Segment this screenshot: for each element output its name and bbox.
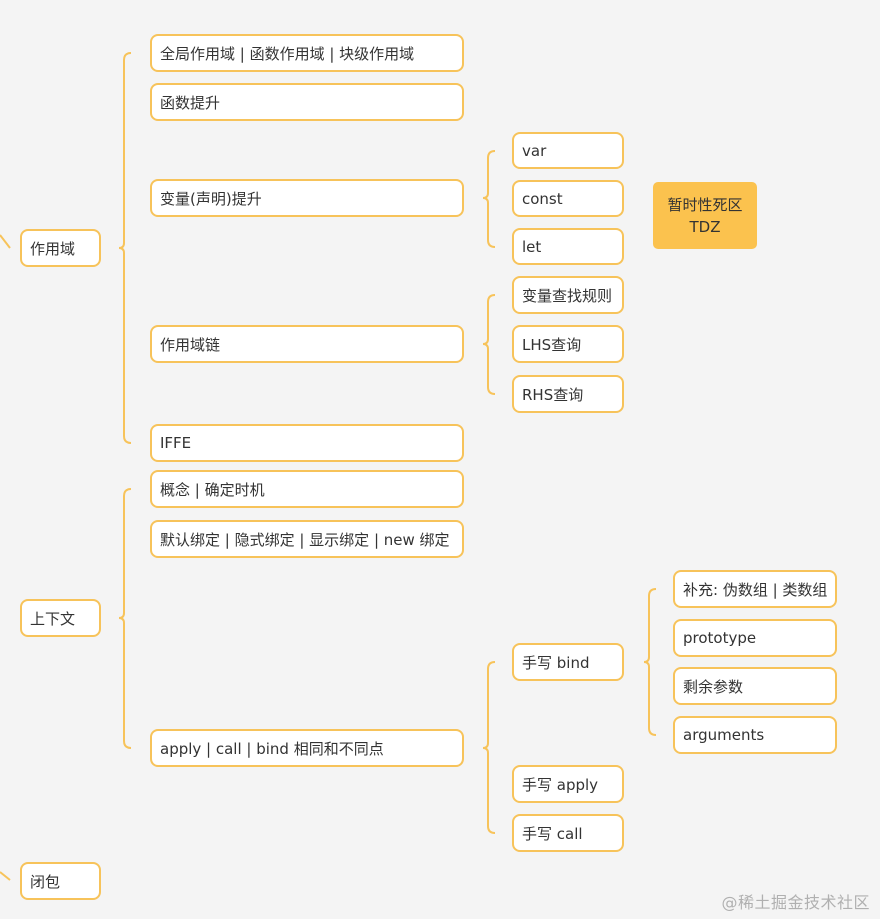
node-lhs[interactable]: LHS查询	[512, 325, 624, 363]
node-function-hoisting[interactable]: 函数提升	[150, 83, 464, 121]
brace-scope	[118, 52, 132, 444]
node-rhs[interactable]: RHS查询	[512, 375, 624, 413]
stub-scope	[0, 234, 11, 249]
node-arguments[interactable]: arguments	[673, 716, 837, 754]
brace-handwrite-bind	[643, 588, 657, 736]
node-rest-params[interactable]: 剩余参数	[673, 667, 837, 705]
node-lookup-rules[interactable]: 变量查找规则	[512, 276, 624, 314]
node-scope-types[interactable]: 全局作用域 | 函数作用域 | 块级作用域	[150, 34, 464, 72]
node-handwrite-bind[interactable]: 手写 bind	[512, 643, 624, 681]
node-supplement[interactable]: 补充: 伪数组 | 类数组	[673, 570, 837, 608]
node-iife[interactable]: IFFE	[150, 424, 464, 462]
node-handwrite-apply[interactable]: 手写 apply	[512, 765, 624, 803]
node-prototype[interactable]: prototype	[673, 619, 837, 657]
tdz-label-en: TDZ	[689, 217, 721, 236]
node-handwrite-call[interactable]: 手写 call	[512, 814, 624, 852]
watermark: @稀土掘金技术社区	[721, 893, 870, 912]
tdz-label-cn: 暂时性死区	[667, 195, 743, 214]
node-scope-chain[interactable]: 作用域链	[150, 325, 464, 363]
brace-context	[118, 488, 132, 749]
node-tdz[interactable]: 暂时性死区 TDZ	[653, 182, 757, 249]
node-let[interactable]: let	[512, 228, 624, 265]
node-closure[interactable]: 闭包	[20, 862, 101, 900]
node-apply-call-bind[interactable]: apply | call | bind 相同和不同点	[150, 729, 464, 767]
node-variable-hoisting[interactable]: 变量(声明)提升	[150, 179, 464, 217]
brace-apply-call-bind	[482, 661, 496, 834]
node-concept[interactable]: 概念 | 确定时机	[150, 470, 464, 508]
node-context[interactable]: 上下文	[20, 599, 101, 637]
node-scope[interactable]: 作用域	[20, 229, 101, 267]
node-bindings[interactable]: 默认绑定 | 隐式绑定 | 显示绑定 | new 绑定	[150, 520, 464, 558]
node-var[interactable]: var	[512, 132, 624, 169]
brace-scope-chain	[482, 294, 496, 395]
node-const[interactable]: const	[512, 180, 624, 217]
brace-variable-hoisting	[482, 150, 496, 248]
stub-closure	[0, 871, 11, 881]
